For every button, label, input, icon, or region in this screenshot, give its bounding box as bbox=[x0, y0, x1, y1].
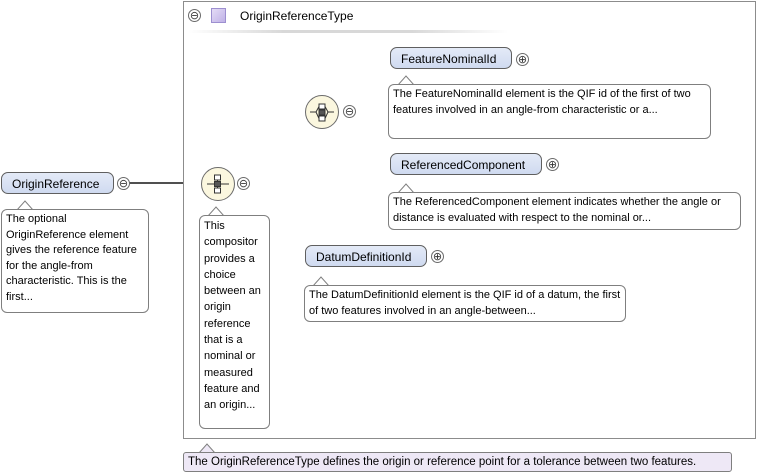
type-collapse-toggle[interactable]: ⊖ bbox=[188, 9, 201, 22]
element-label: DatumDefinitionId bbox=[316, 250, 412, 264]
referenced-component-annotation: The ReferencedComponent element indicate… bbox=[388, 192, 741, 230]
feature-nominal-id-element[interactable]: FeatureNominalId bbox=[390, 47, 512, 69]
note-pointer bbox=[397, 75, 415, 85]
feature-nominal-id-annotation: The FeatureNominalId element is the QIF … bbox=[388, 84, 711, 139]
type-title: OriginReferenceType bbox=[240, 9, 354, 23]
origin-reference-annotation: The optional OriginReference element giv… bbox=[1, 209, 149, 313]
note-pointer bbox=[198, 443, 216, 453]
sequence-annotation: This compositor provides a choice betwee… bbox=[199, 215, 270, 429]
sequence-collapse-toggle[interactable]: ⊖ bbox=[237, 177, 250, 190]
choice-icon bbox=[310, 103, 334, 122]
sequence-compositor[interactable] bbox=[201, 167, 235, 201]
datum-definition-id-annotation: The DatumDefinitionId element is the QIF… bbox=[304, 285, 626, 322]
note-pointer bbox=[312, 276, 330, 286]
referenced-component-expand-toggle[interactable]: ⊕ bbox=[546, 158, 559, 171]
type-annotation: The OriginReferenceType defines the orig… bbox=[183, 452, 732, 472]
datum-definition-id-element[interactable]: DatumDefinitionId bbox=[305, 245, 427, 267]
sequence-icon bbox=[207, 174, 229, 194]
origin-reference-collapse-toggle[interactable]: ⊖ bbox=[117, 177, 130, 190]
element-label: ReferencedComponent bbox=[401, 158, 526, 172]
element-label: FeatureNominalId bbox=[401, 52, 497, 66]
note-pointer bbox=[397, 183, 415, 193]
datum-definition-id-expand-toggle[interactable]: ⊕ bbox=[431, 250, 444, 263]
note-pointer bbox=[16, 200, 34, 210]
choice-compositor[interactable] bbox=[305, 95, 339, 129]
note-pointer bbox=[207, 206, 225, 216]
element-label: OriginReference bbox=[12, 177, 100, 191]
header-separator bbox=[188, 30, 508, 33]
referenced-component-element[interactable]: ReferencedComponent bbox=[390, 153, 542, 175]
choice-collapse-toggle[interactable]: ⊖ bbox=[343, 105, 356, 118]
complex-type-icon bbox=[211, 8, 226, 23]
feature-nominal-id-expand-toggle[interactable]: ⊕ bbox=[516, 53, 529, 66]
origin-reference-element[interactable]: OriginReference bbox=[1, 172, 114, 194]
